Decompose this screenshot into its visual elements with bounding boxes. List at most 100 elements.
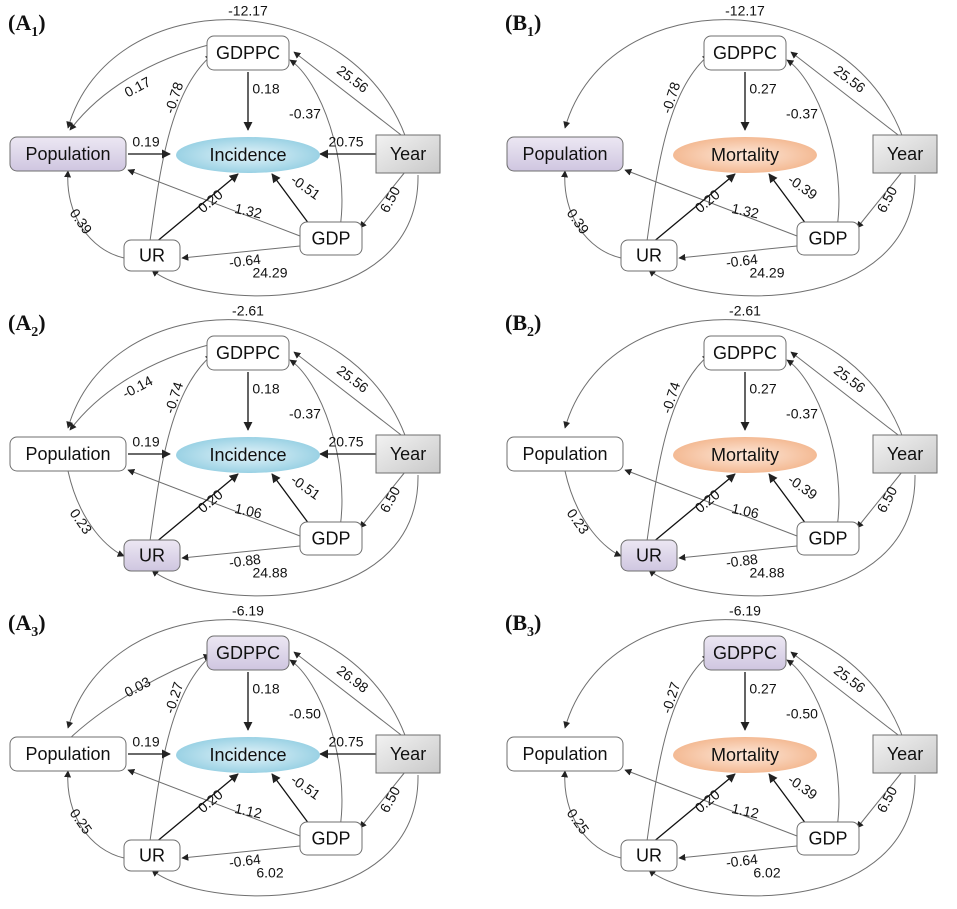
panel-label-close: ) — [534, 10, 541, 35]
node-mortality-ellipse — [673, 737, 817, 773]
coef-population-gdppc: 0.17 — [122, 73, 154, 100]
node-gdp-box — [796, 221, 860, 256]
coef-year-ur: 24.88 — [252, 565, 287, 581]
coef-year-gdppc: 25.56 — [334, 362, 372, 396]
edge-ur-gdppc — [646, 54, 710, 242]
node-year-box — [872, 434, 938, 474]
node-incidence-label: Incidence — [209, 145, 286, 165]
edge-gdppc-population — [69, 43, 213, 131]
panel-label-subscript: 1 — [527, 25, 534, 40]
coef-year-ur: 6.02 — [256, 865, 283, 881]
node-population-box — [506, 436, 624, 472]
edge-year-ur — [151, 174, 419, 297]
edge-year-gdp — [359, 171, 406, 229]
edge-ur-gdppc — [149, 54, 213, 242]
node-year-box — [375, 734, 441, 774]
edge-ur-outcome — [154, 173, 239, 244]
panel-label-subscript: 3 — [31, 625, 38, 640]
coef-year-gdppc: 25.56 — [831, 362, 869, 396]
node-incidence-ellipse — [176, 737, 320, 773]
panel-label: (A2) — [8, 310, 46, 340]
coef-gdppc-outcome: 0.18 — [252, 81, 279, 97]
edge-year-population — [563, 619, 908, 751]
node-gdp-box — [299, 221, 363, 256]
edge-gdp-gdppc — [786, 59, 840, 229]
edge-gdp-outcome — [271, 773, 313, 829]
edge-gdp-population — [624, 468, 798, 537]
edge-gdp-population — [127, 168, 301, 237]
coef-ur-outcome: 0.20 — [195, 786, 226, 816]
coef-year-population: -12.17 — [228, 3, 268, 19]
coef-gdppc-outcome: 0.27 — [749, 381, 776, 397]
coef-year-gdppc: 25.56 — [831, 662, 869, 696]
coef-year-gdp: 6.50 — [376, 183, 403, 215]
edge-year-gdppc — [790, 51, 903, 139]
node-year-label: Year — [390, 144, 426, 164]
edge-gdp-population — [127, 468, 301, 537]
node-mortality-label: Mortality — [711, 745, 779, 765]
edge-year-population — [563, 19, 908, 151]
coef-ur-gdppc: -0.27 — [161, 680, 186, 715]
edge-year-gdppc — [293, 651, 406, 739]
edge-ur-gdppc — [149, 654, 213, 842]
coef-year-gdppc: 25.56 — [831, 62, 869, 96]
edge-ur-population — [64, 170, 125, 259]
coef-gdp-outcome: -0.39 — [785, 171, 820, 203]
coef-ur-outcome: 0.20 — [692, 786, 723, 816]
node-ur-label: UR — [636, 545, 662, 565]
node-ur-box — [620, 239, 678, 272]
edge-gdp-outcome — [271, 173, 313, 229]
coef-gdp-gdppc: -0.37 — [289, 406, 321, 422]
node-population-box — [9, 136, 127, 172]
coef-ur-outcome: 0.20 — [195, 486, 226, 516]
edge-year-gdp — [856, 171, 903, 229]
edge-gdp-ur — [181, 245, 301, 261]
panel-label: (B2) — [505, 310, 541, 340]
panel-label-close: ) — [38, 310, 45, 335]
edge-year-population — [66, 319, 411, 451]
coef-ur-gdppc: -0.27 — [658, 680, 683, 715]
coef-year-population: -2.61 — [729, 303, 761, 319]
node-gdppc-label: GDPPC — [216, 643, 280, 663]
node-mortality-ellipse — [673, 437, 817, 473]
coef-year-gdp: 6.50 — [376, 483, 403, 515]
node-mortality-label: Mortality — [711, 445, 779, 465]
edge-gdp-gdppc — [786, 359, 840, 529]
panel-label-open: ( — [8, 610, 15, 635]
edge-ur-population — [561, 170, 622, 259]
coef-year-gdppc: 25.56 — [334, 62, 372, 96]
panel-label: (A3) — [8, 610, 46, 640]
coef-ur-gdppc: -0.74 — [658, 380, 683, 415]
node-population-box — [506, 736, 624, 772]
node-population-box — [506, 136, 624, 172]
edge-gdp-ur — [181, 545, 301, 561]
coef-year-ur: 6.02 — [753, 865, 780, 881]
coef-gdppc-outcome: 0.18 — [252, 381, 279, 397]
node-mortality-label: Mortality — [711, 145, 779, 165]
edge-year-ur — [151, 774, 419, 897]
node-gdppc-box — [206, 35, 290, 71]
edge-year-population — [66, 19, 411, 151]
coef-gdp-ur: -0.88 — [725, 551, 759, 571]
edge-year-gdp — [856, 771, 903, 829]
panel-label-subscript: 3 — [527, 625, 534, 640]
edge-ur-outcome — [651, 473, 736, 544]
coef-ur-population: 0.23 — [564, 506, 593, 538]
coef-ur-gdppc: -0.78 — [161, 80, 186, 115]
coef-year-gdp: 6.50 — [873, 183, 900, 215]
node-gdppc-label: GDPPC — [216, 343, 280, 363]
panel-label-letter: A — [15, 10, 31, 35]
panel-label-letter: A — [15, 610, 31, 635]
edge-year-ur — [648, 174, 916, 297]
panel-label-open: ( — [505, 10, 512, 35]
node-incidence-ellipse — [176, 437, 320, 473]
node-population-label: Population — [25, 744, 110, 764]
edge-ur-outcome — [651, 773, 736, 844]
node-ur-label: UR — [139, 545, 165, 565]
panel-label-close: ) — [534, 610, 541, 635]
coef-year-population: -2.61 — [232, 303, 264, 319]
edge-ur-population — [64, 770, 125, 859]
node-year-box — [872, 134, 938, 174]
